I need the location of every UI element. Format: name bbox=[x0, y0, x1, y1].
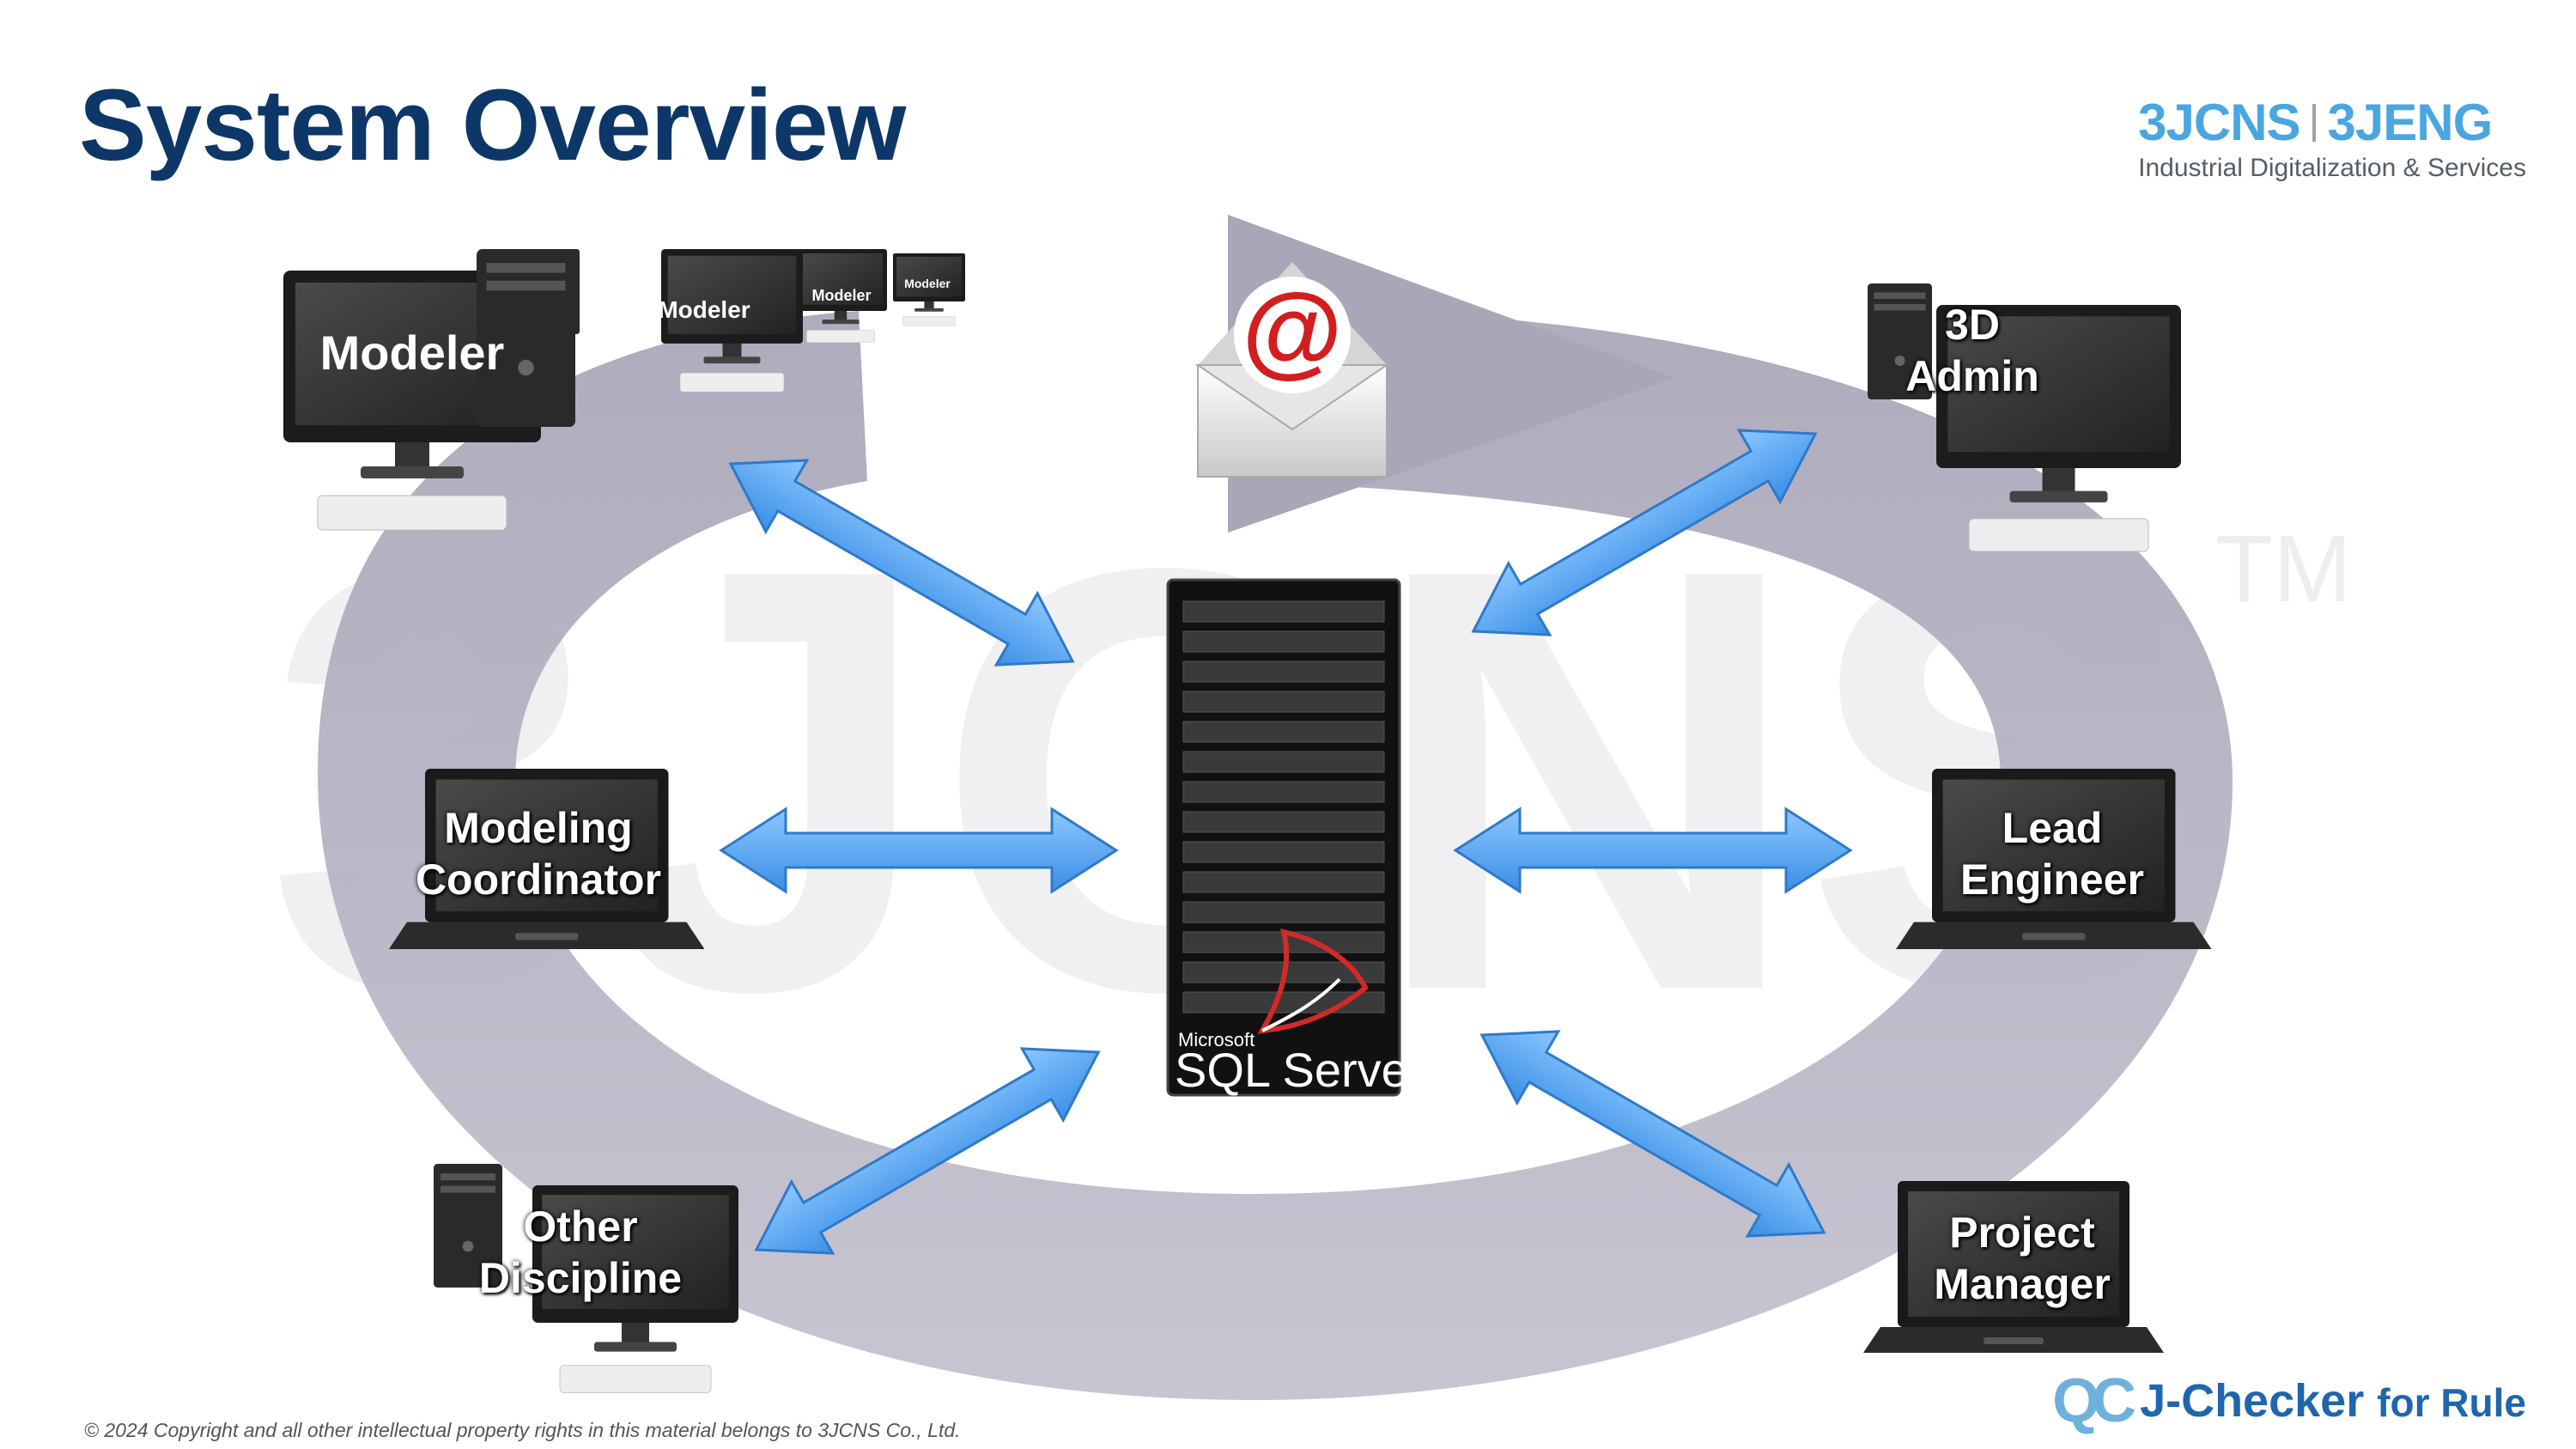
node-pm-line2: Manager bbox=[1934, 1260, 2111, 1308]
brand-product: J-Checker bbox=[2140, 1375, 2365, 1427]
node-coordinator-line2: Coordinator bbox=[415, 855, 662, 904]
email-envelope-icon: @ bbox=[1194, 262, 1390, 478]
node-pm: Project Manager bbox=[1934, 1207, 2111, 1310]
brand-mark-icon: QC bbox=[2052, 1367, 2136, 1435]
node-admin: 3D Admin bbox=[1905, 299, 2039, 402]
node-other-line1: Other bbox=[523, 1202, 638, 1251]
node-other-line2: Discipline bbox=[478, 1254, 683, 1302]
modeler-screen-label-1: Modeler bbox=[320, 326, 505, 380]
server-name-label: SQL Server bbox=[1175, 1043, 1424, 1097]
logo-right: 3JENG bbox=[2327, 94, 2494, 151]
copyright-notice: © 2024 Copyright and all other intellect… bbox=[84, 1419, 961, 1441]
logo-subtitle: Industrial Digitalization & Services bbox=[2138, 154, 2526, 182]
node-lead-line2: Engineer bbox=[1960, 855, 2144, 904]
email-at-symbol: @ bbox=[1242, 272, 1342, 387]
workflow-ring bbox=[318, 308, 2233, 1400]
page-title: System Overview bbox=[79, 69, 906, 182]
node-admin-line1: 3D bbox=[1945, 301, 2000, 349]
modeler-screen-label-2: Modeler bbox=[658, 296, 750, 323]
watermark-tm: TM bbox=[2215, 516, 2352, 622]
brand-name: J-Checker for Rule bbox=[2140, 1374, 2526, 1428]
brand-suffix: for Rule bbox=[2377, 1380, 2526, 1425]
logo-left: 3JCNS bbox=[2138, 94, 2300, 151]
node-lead: Lead Engineer bbox=[1960, 802, 2144, 905]
server-tower-icon: Microsoft SQL Server bbox=[1166, 578, 1424, 1097]
server-vendor-label: Microsoft bbox=[1178, 1029, 1255, 1050]
node-lead-line1: Lead bbox=[2002, 804, 2103, 852]
company-logo: 3JCNS 3JENG Industrial Digitalization & S… bbox=[2138, 93, 2526, 183]
modeler-workstations: Modeler Modeler Modeler Modeler bbox=[283, 248, 966, 531]
product-brand: QC J-Checker for Rule bbox=[2052, 1367, 2526, 1435]
node-pm-line1: Project bbox=[1949, 1209, 2095, 1257]
node-admin-line2: Admin bbox=[1905, 352, 2039, 400]
modeler-screen-label-4: Modeler bbox=[904, 277, 951, 290]
logo-divider bbox=[2312, 104, 2316, 142]
node-other: Other Discipline bbox=[479, 1201, 682, 1304]
node-coordinator: Modeling Coordinator bbox=[416, 802, 661, 905]
modeler-screen-label-3: Modeler bbox=[811, 287, 871, 304]
node-coordinator-line1: Modeling bbox=[444, 804, 633, 852]
